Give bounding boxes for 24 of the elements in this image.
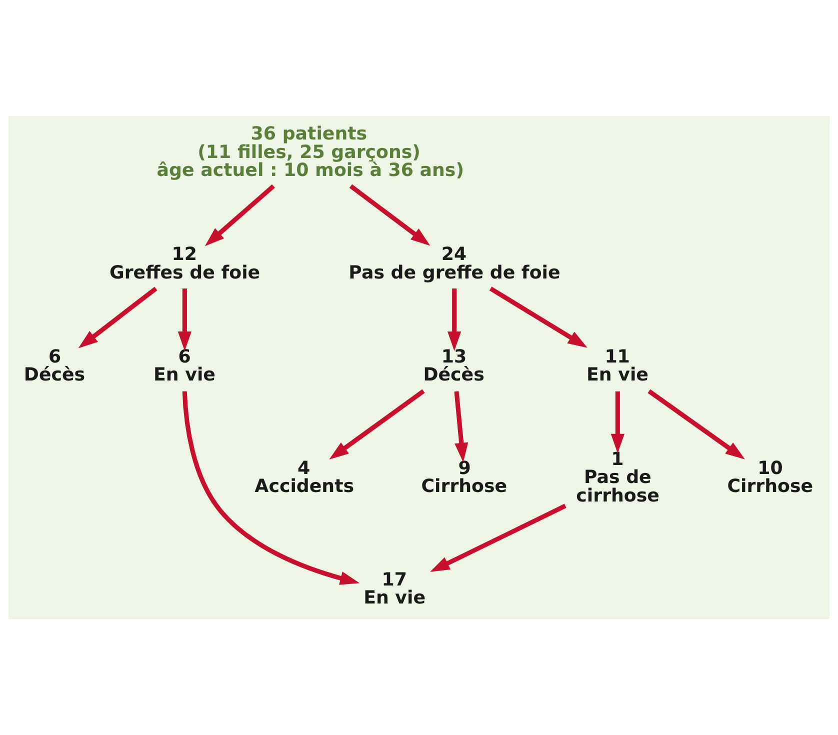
arrow — [204, 184, 275, 246]
arrow — [610, 391, 624, 454]
arrow — [648, 389, 745, 460]
node-text: 6 Décès — [24, 346, 86, 386]
arrow — [489, 286, 588, 348]
arrow — [329, 389, 425, 460]
arrow — [430, 504, 566, 572]
arrow — [454, 391, 468, 462]
node-text: 12 Greffes de foie — [109, 244, 260, 284]
node-text: 24 Pas de greffe de foie — [348, 244, 560, 284]
arrow — [448, 288, 462, 351]
arrow — [349, 184, 430, 246]
node-text: 4 Accidents — [254, 458, 354, 498]
node-text: 6 En vie — [154, 346, 216, 386]
node-text: 9 Cirrhose — [421, 458, 508, 498]
arrow — [178, 288, 192, 351]
node-text: 36 patients (11 filles, 25 garçons) âge actuel : 10 mois à 36 ans) — [156, 124, 464, 181]
node-text: 13 Décès — [423, 346, 484, 386]
node-text: 1 Pas de cirrhose — [576, 448, 660, 506]
arrow — [182, 391, 360, 585]
arrow — [78, 286, 158, 348]
node-text: 10 Cirrhose — [727, 458, 814, 498]
node-text: 11 En vie — [586, 346, 648, 386]
node-text: 17 En vie — [364, 570, 426, 609]
